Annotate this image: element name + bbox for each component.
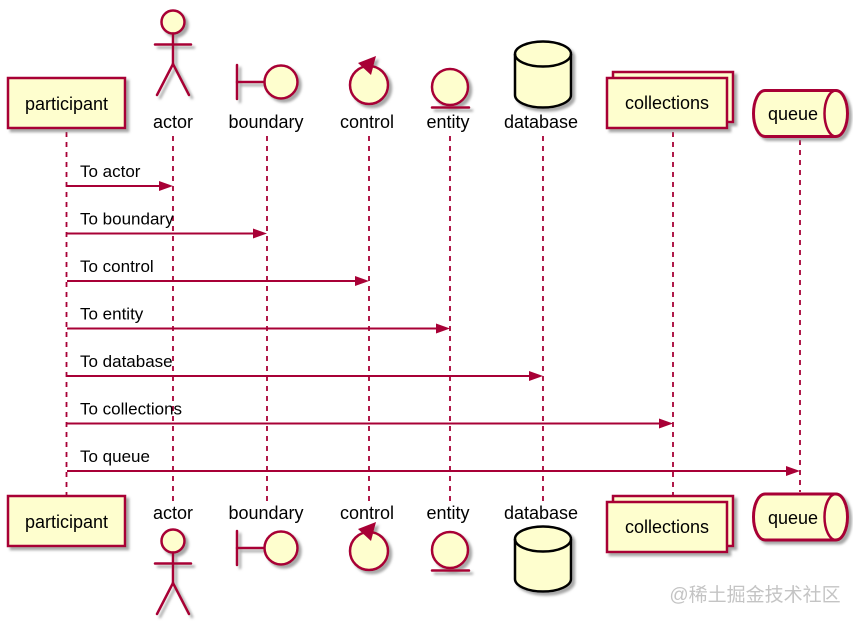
database-label: database xyxy=(504,112,578,132)
actor-label: actor xyxy=(153,112,193,132)
control-bottom: control xyxy=(340,503,394,572)
collections-top: collections xyxy=(605,70,735,130)
entity-top: entity xyxy=(426,67,471,132)
boundary-icon xyxy=(235,63,299,101)
control-icon xyxy=(348,522,390,572)
message-label: To collections xyxy=(80,400,182,419)
message-to-entity: To entity xyxy=(67,305,450,334)
message-label: To entity xyxy=(80,305,144,324)
arrowhead xyxy=(436,323,450,334)
database-bottom: database xyxy=(504,503,578,593)
arrowhead xyxy=(253,228,267,239)
database-icon xyxy=(513,525,573,593)
actor-label: actor xyxy=(153,503,193,523)
participant-bottom: participant xyxy=(6,494,127,548)
entity-label: entity xyxy=(426,503,469,523)
message-label: To boundary xyxy=(80,210,174,229)
collections-label: collections xyxy=(625,517,709,537)
entity-label: entity xyxy=(426,112,469,132)
control-label: control xyxy=(340,503,394,523)
boundary-label: boundary xyxy=(228,503,303,523)
database-label: database xyxy=(504,503,578,523)
participant-label: participant xyxy=(25,512,108,532)
control-top: control xyxy=(340,56,394,132)
queue-bottom: queue xyxy=(752,492,849,542)
entity-icon xyxy=(430,530,471,572)
boundary-top: boundary xyxy=(228,63,304,132)
participant-top: participant xyxy=(6,76,127,130)
actor-top: actor xyxy=(153,9,193,132)
message-label: To database xyxy=(80,352,173,371)
collections-label: collections xyxy=(625,93,709,113)
boundary-icon xyxy=(235,529,299,567)
entity-icon xyxy=(430,67,471,109)
message-to-actor: To actor xyxy=(67,162,173,191)
queue-icon xyxy=(752,492,849,542)
control-label: control xyxy=(340,112,394,132)
collections-bottom: collections xyxy=(605,494,735,554)
collections-icon xyxy=(605,494,735,554)
boundary-bottom: boundary xyxy=(228,503,304,567)
arrowhead xyxy=(659,418,673,429)
queue-icon xyxy=(752,89,849,138)
message-to-queue: To queue xyxy=(67,447,800,476)
queue-label: queue xyxy=(768,104,818,124)
entity-bottom: entity xyxy=(426,503,471,572)
collections-icon xyxy=(605,70,735,130)
control-icon xyxy=(348,56,390,106)
arrowhead xyxy=(529,371,543,381)
arrowhead xyxy=(786,466,800,476)
message-to-collections: To collections xyxy=(67,400,673,429)
message-to-boundary: To boundary xyxy=(67,210,267,239)
lifelines xyxy=(65,132,801,502)
database-top: database xyxy=(504,40,578,132)
participant-label: participant xyxy=(25,94,108,114)
queue-label: queue xyxy=(768,508,818,528)
actor-icon xyxy=(153,9,193,97)
message-to-database: To database xyxy=(67,352,543,381)
actor-icon xyxy=(153,528,193,616)
participant-box xyxy=(6,494,127,548)
database-icon xyxy=(513,40,573,109)
arrowhead xyxy=(159,181,173,191)
actor-bottom: actor xyxy=(153,503,193,616)
message-label: To control xyxy=(80,257,154,276)
arrowhead xyxy=(355,276,369,286)
message-label: To queue xyxy=(80,447,150,466)
queue-top: queue xyxy=(752,89,849,138)
participant-box xyxy=(6,76,127,130)
message-label: To actor xyxy=(80,162,141,181)
message-to-control: To control xyxy=(67,257,369,286)
boundary-label: boundary xyxy=(228,112,303,132)
watermark: @稀土掘金技术社区 xyxy=(669,584,840,606)
